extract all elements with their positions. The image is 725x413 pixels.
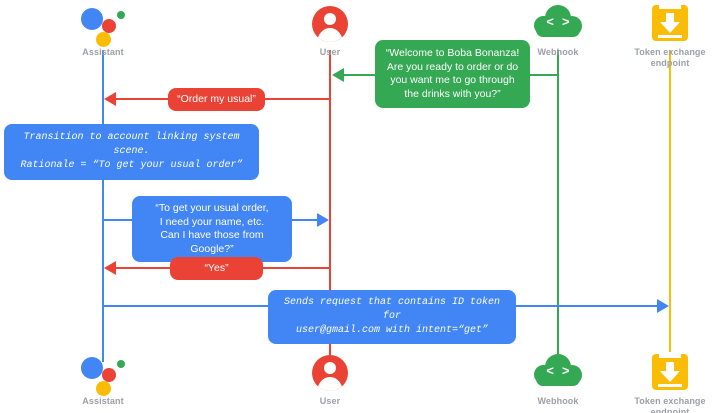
message-bubble-ask-consent: “To get your usual order, I need your na… (132, 196, 292, 262)
lifeline-webhook (557, 50, 559, 362)
actor-label-assistant: Assistant (82, 396, 124, 406)
arrowhead-yes (104, 261, 116, 275)
actor-user-bottom: User (275, 352, 385, 407)
actor-webhook-bottom: < > Webhook (503, 352, 613, 407)
actor-label-token-endpoint: Token exchange endpoint (634, 396, 706, 413)
actor-label-user: User (319, 396, 341, 406)
arrowhead-ask-consent (317, 213, 329, 227)
actor-label-webhook: Webhook (537, 396, 579, 406)
lifeline-assistant (102, 50, 104, 362)
user-avatar-icon (275, 3, 385, 45)
actor-user-top: User (275, 3, 385, 58)
lifeline-user (329, 50, 331, 362)
message-bubble-yes: “Yes” (170, 257, 263, 280)
actor-token-endpoint-top: Token exchange endpoint (615, 3, 725, 69)
actor-label-user: User (319, 47, 341, 57)
message-note-transition: Transition to account linking system sce… (4, 124, 259, 180)
message-bubble-welcome: “Welcome to Boba Bonanza! Are you ready … (375, 40, 530, 108)
user-avatar-icon (275, 352, 385, 394)
cloud-code-icon: < > (503, 352, 613, 394)
message-bubble-order-my-usual: “Order my usual” (168, 88, 265, 111)
download-box-icon (615, 352, 725, 394)
message-bubble-sends-request: Sends request that contains ID token for… (268, 290, 516, 344)
google-assistant-icon (48, 352, 158, 396)
cloud-code-icon: < > (503, 3, 613, 45)
google-assistant-icon (48, 3, 158, 47)
actor-label-token-endpoint: Token exchange endpoint (634, 47, 706, 68)
actor-token-endpoint-bottom: Token exchange endpoint (615, 352, 725, 413)
actor-label-assistant: Assistant (82, 47, 124, 57)
actor-webhook-top: < > Webhook (503, 3, 613, 58)
actor-assistant-top: Assistant (48, 3, 158, 58)
download-box-icon (615, 3, 725, 45)
lifeline-token-endpoint (669, 50, 671, 362)
arrowhead-welcome (332, 68, 344, 82)
arrowhead-order-my-usual (104, 92, 116, 106)
arrowhead-sends-request (657, 299, 669, 313)
actor-label-webhook: Webhook (537, 47, 579, 57)
actor-assistant-bottom: Assistant (48, 352, 158, 407)
